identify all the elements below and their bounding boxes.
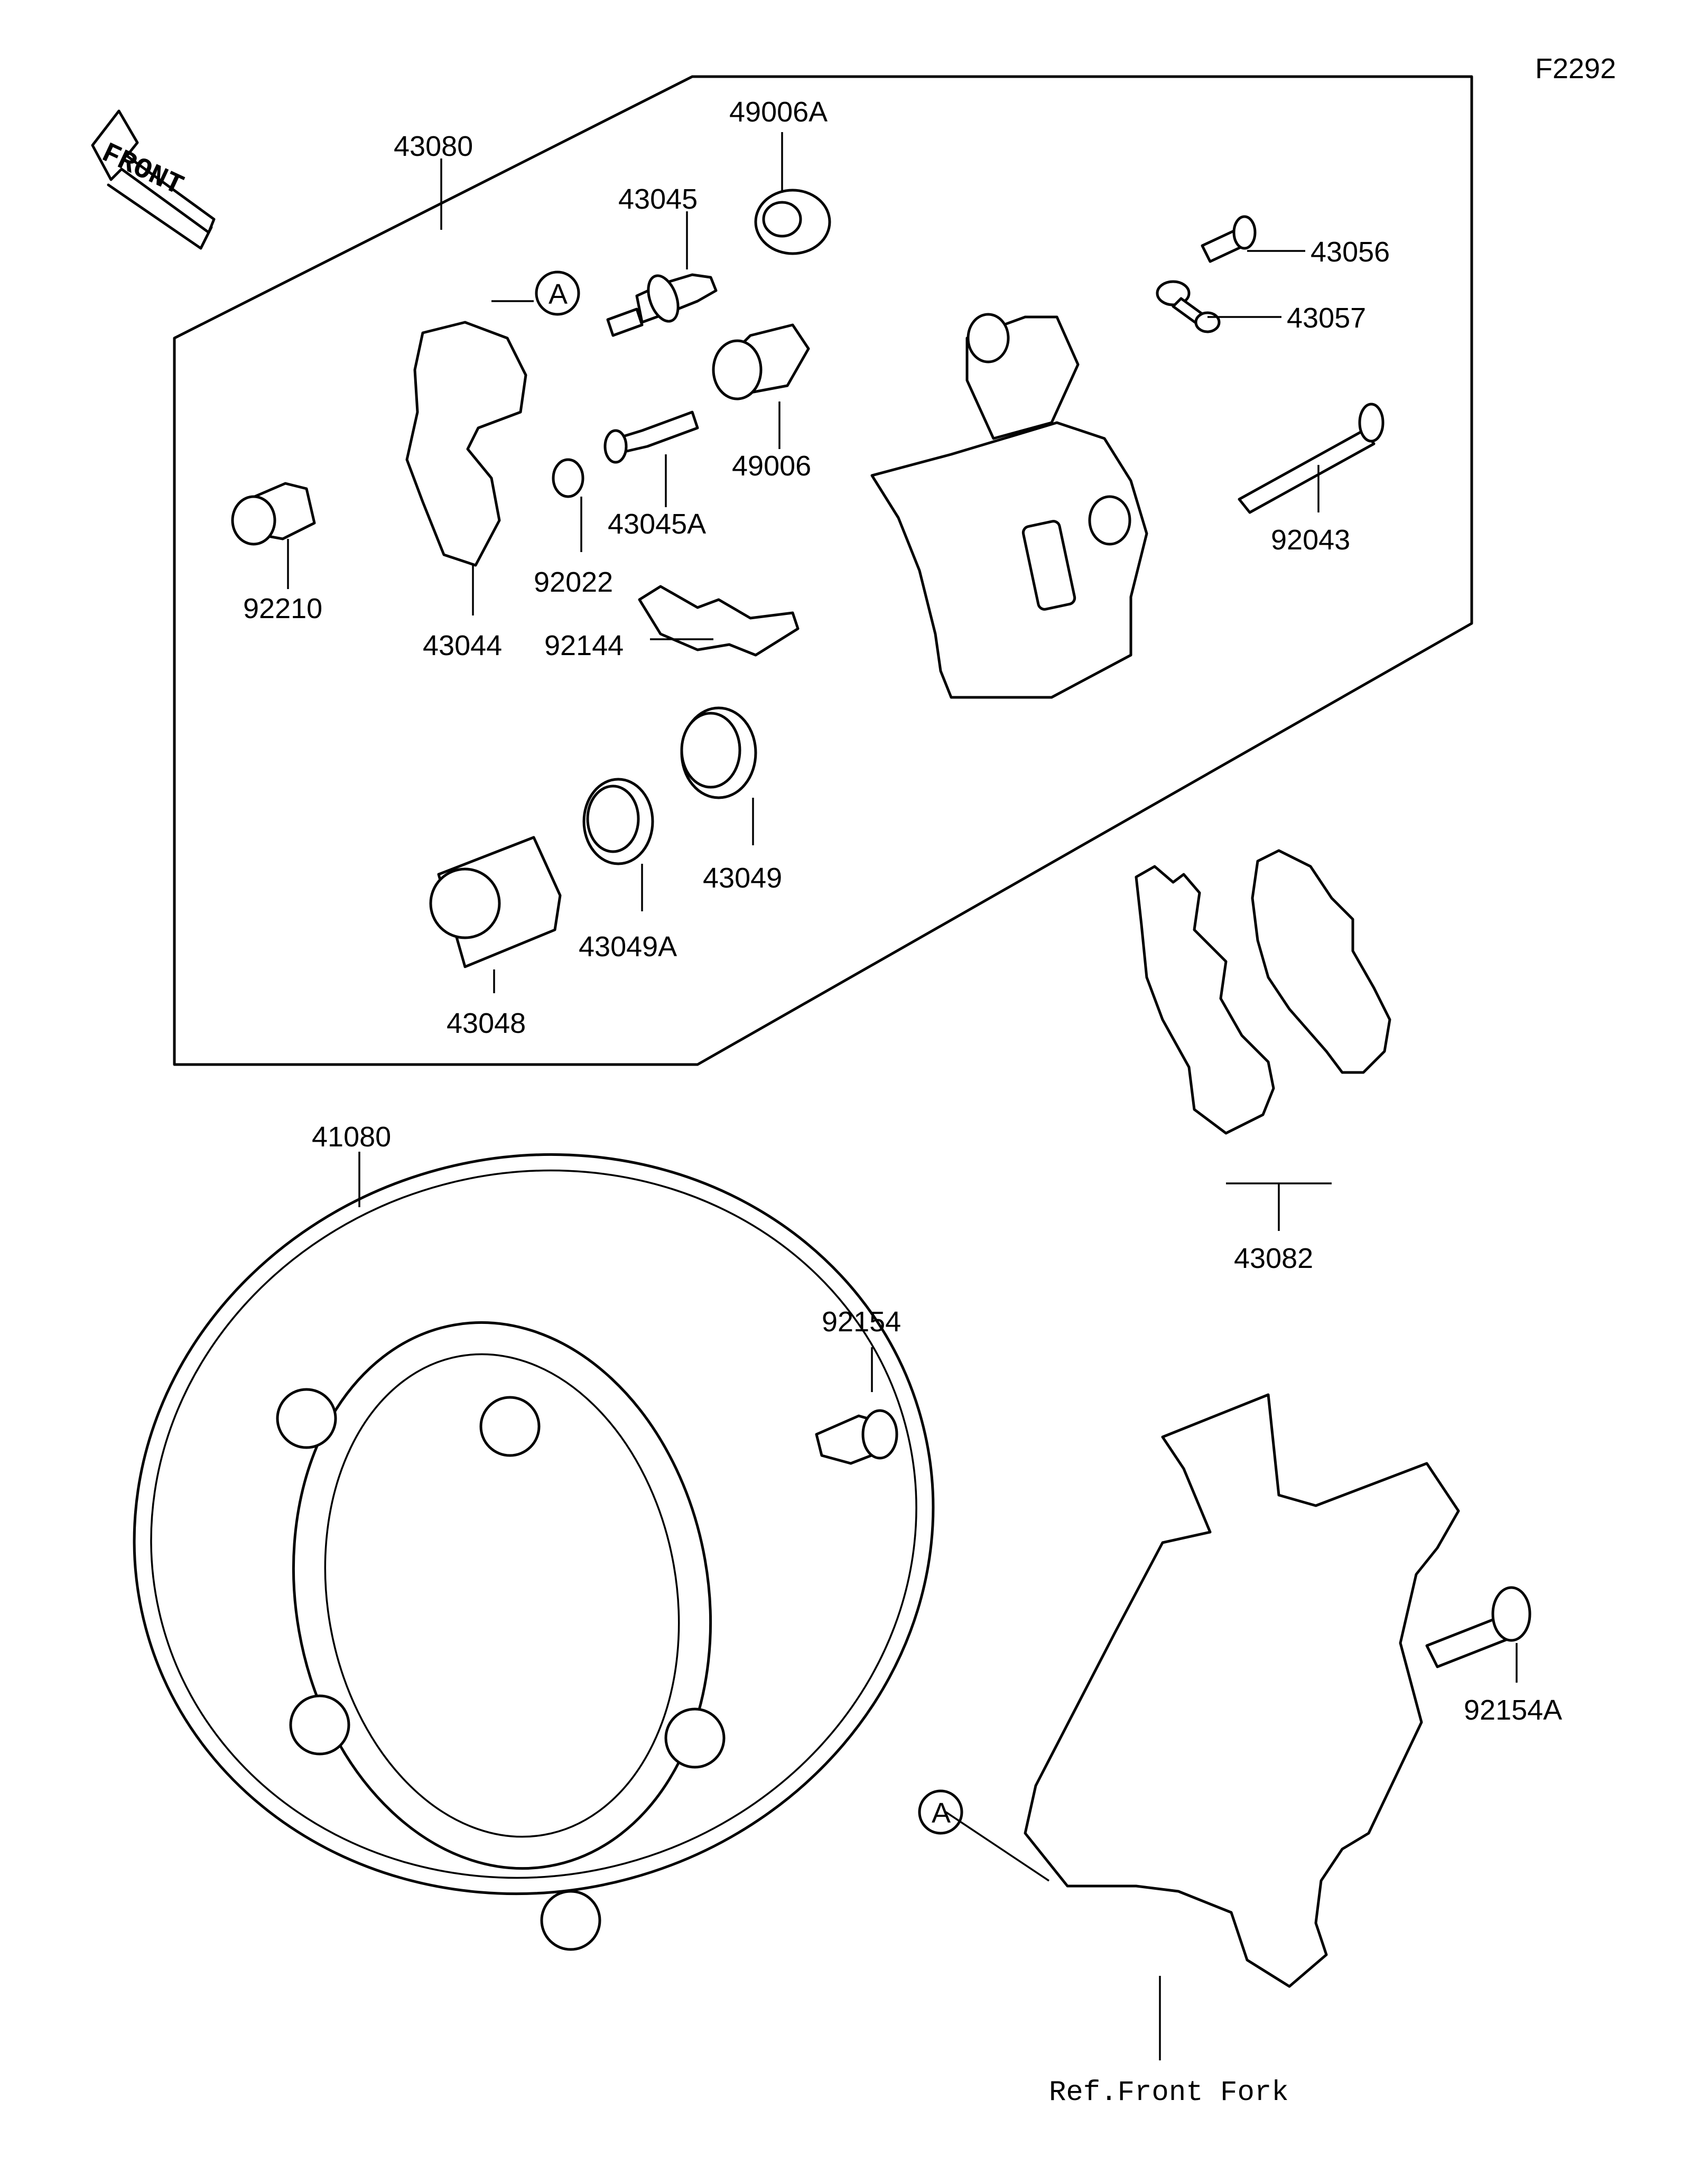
leader-lines <box>287 132 1518 2060</box>
part-label-92144: 92144 <box>544 630 624 661</box>
brake-disc <box>133 1153 935 1951</box>
bleeder-cap <box>1156 280 1221 333</box>
caliper-body <box>870 313 1148 699</box>
piston-seal <box>680 706 757 799</box>
caliper-piston <box>429 836 562 968</box>
part-label-43057: 43057 <box>1287 302 1366 334</box>
figure-code: F2292 <box>1535 53 1616 85</box>
caliper-bolt <box>231 482 316 546</box>
part-label-92210: 92210 <box>243 593 322 624</box>
part-label-92154: 92154 <box>822 1306 901 1338</box>
reference-label: Ref.Front Fork <box>1049 2077 1289 2109</box>
part-label-43056: 43056 <box>1311 236 1390 268</box>
part-label-43049: 43049 <box>703 862 782 894</box>
front-badge-text: FRONT <box>97 137 188 203</box>
brake-pads <box>1135 849 1391 1135</box>
part-label-49006: 49006 <box>732 450 811 482</box>
callout-a-bottom-letter: A <box>932 1797 951 1829</box>
part-label-43045a: 43045A <box>608 508 706 540</box>
slide-pin-a <box>603 410 699 464</box>
caliper-mount-bolt <box>1425 1586 1531 1668</box>
callout-a-top: A <box>535 270 580 316</box>
caliper-bracket <box>405 321 527 567</box>
part-label-92022: 92022 <box>534 566 613 598</box>
callout-a-top-letter: A <box>549 278 568 310</box>
pad-spring <box>638 585 800 657</box>
part-label-49006a: 49006A <box>729 96 828 128</box>
dust-seal <box>582 778 654 865</box>
part-label-43080: 43080 <box>394 130 473 162</box>
disc-bolt <box>815 1409 898 1465</box>
front-arrow-icon: FRONT <box>91 109 216 250</box>
washer <box>552 458 584 498</box>
part-label-43082: 43082 <box>1234 1243 1313 1274</box>
caliper-kit-frame <box>173 75 1473 1066</box>
part-label-41080: 41080 <box>312 1121 391 1153</box>
part-label-43049a: 43049A <box>579 931 677 963</box>
part-label-43044: 43044 <box>423 630 502 661</box>
callout-a-bottom: A <box>918 1789 963 1835</box>
slide-pin <box>606 273 718 337</box>
part-label-43045: 43045 <box>618 183 698 215</box>
pin-boot-small <box>754 189 831 255</box>
part-label-92154a: 92154A <box>1464 1694 1562 1726</box>
pin-boot-large <box>712 323 810 400</box>
pad-pin <box>1238 403 1385 514</box>
part-label-92043: 92043 <box>1271 524 1350 556</box>
bleeder-valve <box>1201 215 1257 263</box>
part-label-43048: 43048 <box>447 1007 526 1039</box>
front-fork <box>1024 1393 1460 1988</box>
